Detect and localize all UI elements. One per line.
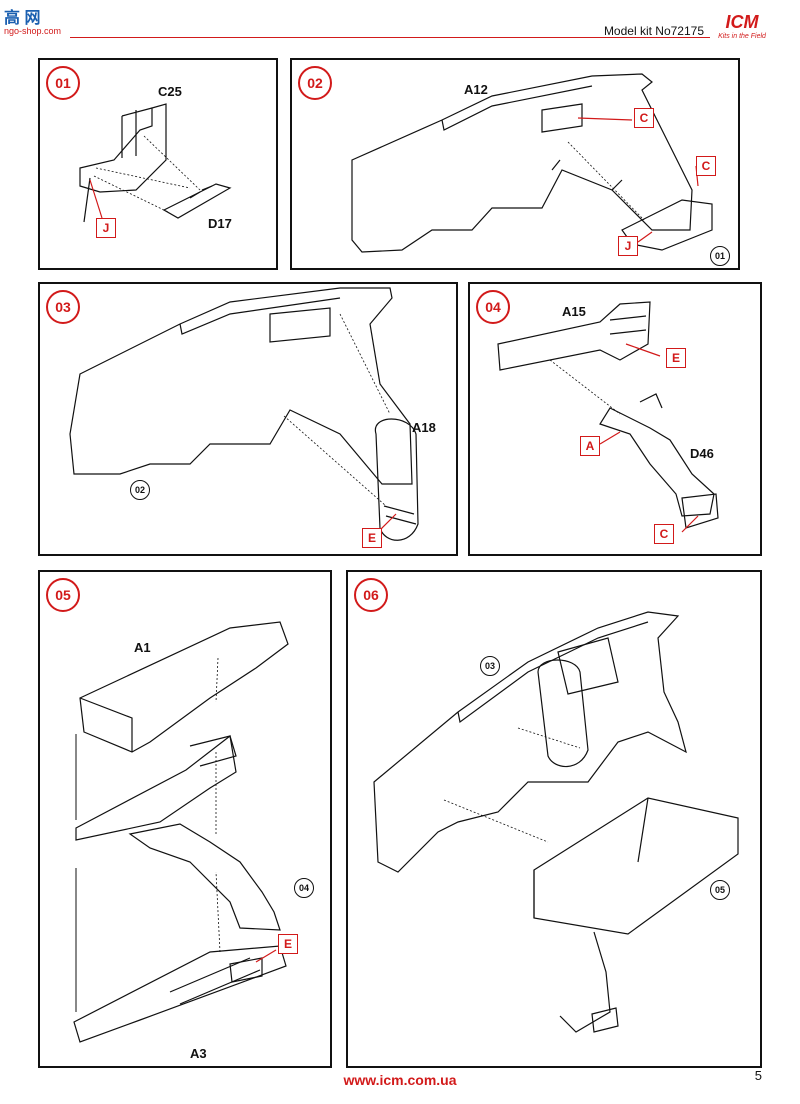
step-06-badge: 06 bbox=[354, 578, 388, 612]
sprue-tag-c-lower: C bbox=[696, 156, 716, 176]
step-06-drawing bbox=[373, 611, 739, 1033]
part-label-a3: A3 bbox=[190, 1046, 207, 1061]
step-03-panel: 03 A18 E 02 bbox=[38, 282, 458, 556]
step-04-drawing bbox=[497, 301, 719, 533]
step-03-badge: 03 bbox=[46, 290, 80, 324]
sprue-tag-e: E bbox=[666, 348, 686, 368]
step-04-panel: 04 A15 D46 E A C bbox=[468, 282, 762, 556]
step-06-panel: 06 03 05 bbox=[346, 570, 762, 1068]
step-02-drawing bbox=[351, 73, 713, 253]
ref-step-05: 05 bbox=[710, 880, 730, 900]
header-watermark: 高 网 ngo-shop.com bbox=[4, 4, 61, 36]
part-label-d46: D46 bbox=[690, 446, 714, 461]
step-04-badge: 04 bbox=[476, 290, 510, 324]
step-05-drawing bbox=[73, 621, 289, 1043]
part-label-d17: D17 bbox=[208, 216, 232, 231]
header-rule bbox=[70, 37, 710, 38]
sprue-tag-a: A bbox=[580, 436, 600, 456]
part-label-a15: A15 bbox=[562, 304, 586, 319]
sprue-tag-e: E bbox=[278, 934, 298, 954]
watermark-chinese: 高 网 bbox=[4, 10, 41, 27]
step-01-badge: 01 bbox=[46, 66, 80, 100]
page-number: 5 bbox=[754, 1068, 762, 1083]
step-05-badge: 05 bbox=[46, 578, 80, 612]
footer-url[interactable]: www.icm.com.ua bbox=[343, 1072, 457, 1088]
ref-step-02: 02 bbox=[130, 480, 150, 500]
sprue-tag-c-upper: C bbox=[634, 108, 654, 128]
brand-name: ICM bbox=[725, 12, 759, 32]
part-label-c25: C25 bbox=[158, 84, 182, 99]
model-kit-number: Model kit No72175 bbox=[603, 24, 704, 38]
step-01-panel: 01 C25 D17 J bbox=[38, 58, 278, 270]
part-label-a18: A18 bbox=[412, 420, 436, 435]
icm-logo: ICM Kits in the Field bbox=[708, 12, 776, 40]
step-03-drawing bbox=[69, 287, 419, 541]
step-01-drawing bbox=[79, 103, 232, 223]
ref-step-01: 01 bbox=[710, 246, 730, 266]
part-label-a12: A12 bbox=[464, 82, 488, 97]
step-02-panel: 02 A12 C C J 01 bbox=[290, 58, 740, 270]
sprue-tag-j: J bbox=[618, 236, 638, 256]
sprue-tag-c: C bbox=[654, 524, 674, 544]
ref-step-03: 03 bbox=[480, 656, 500, 676]
sprue-tag-j: J bbox=[96, 218, 116, 238]
step-02-badge: 02 bbox=[298, 66, 332, 100]
watermark-url: ngo-shop.com bbox=[4, 26, 62, 36]
brand-tagline: Kits in the Field bbox=[718, 33, 766, 40]
step-05-panel: 05 A1 A3 E 04 bbox=[38, 570, 332, 1068]
sprue-tag-e: E bbox=[362, 528, 382, 548]
ref-step-04: 04 bbox=[294, 878, 314, 898]
part-label-a1: A1 bbox=[134, 640, 151, 655]
